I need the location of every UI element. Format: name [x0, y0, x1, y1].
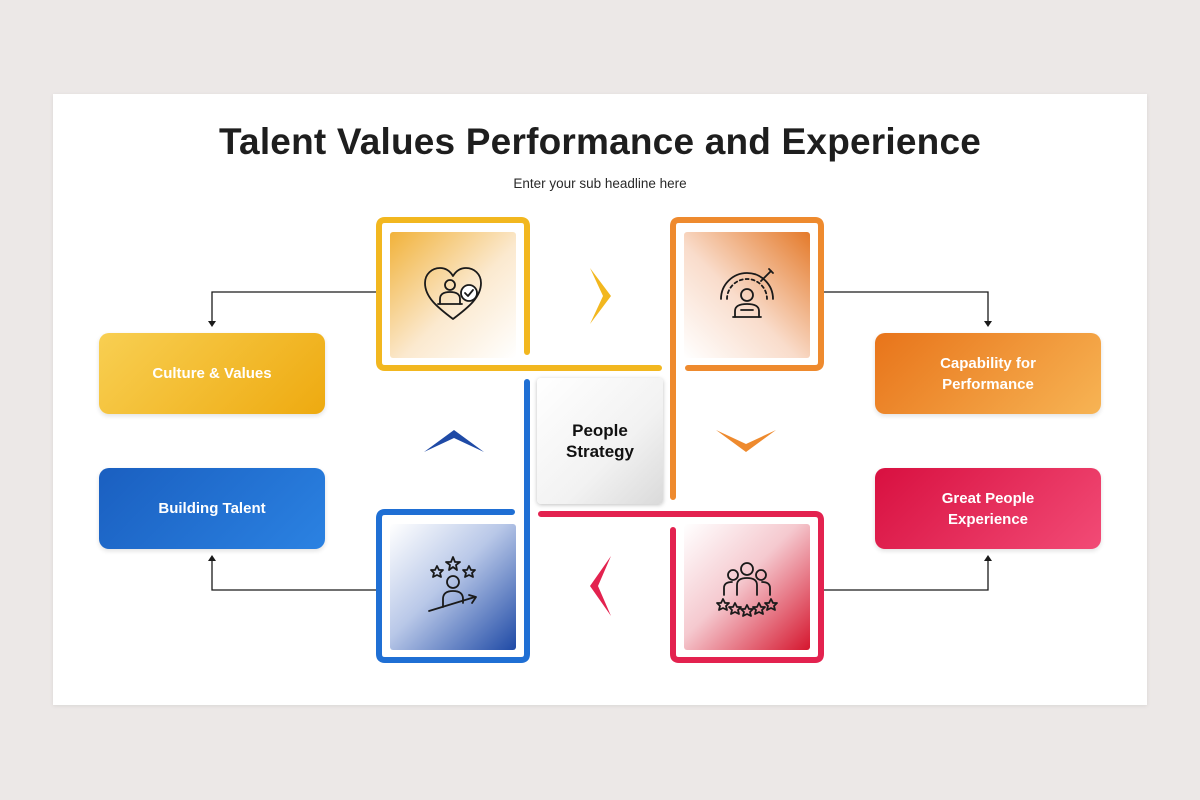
box-capability-performance: Capability for Performance [875, 333, 1101, 414]
team-rating-stars-icon [716, 562, 778, 617]
box-capability-performance-label: Capability for Performance [940, 354, 1036, 393]
slide-subtitle: Enter your sub headline here [513, 176, 687, 191]
tile-building [390, 524, 516, 650]
chevron-up-icon [424, 430, 484, 452]
box-great-people-experience-label: Great People Experience [941, 489, 1035, 528]
heart-person-check-icon [424, 267, 482, 320]
box-building-talent-label: Building Talent [158, 500, 266, 517]
box-building-talent: Building Talent [99, 468, 325, 549]
connector-capability [824, 291, 989, 322]
frame-red [538, 511, 824, 663]
tile-great-people [684, 524, 810, 650]
box-culture-values: Culture & Values [99, 333, 325, 414]
person-stars-growth-icon [428, 556, 477, 612]
box-culture-values-label: Culture & Values [152, 365, 272, 382]
connector-culture [211, 291, 376, 322]
chevron-right-icon [590, 268, 611, 324]
slide-title: Talent Values Performance and Experience [218, 121, 982, 162]
speedometer-person-icon [720, 268, 774, 318]
connector-building [211, 560, 376, 591]
frame-blue [376, 379, 530, 663]
center-label: People Strategy [565, 421, 635, 461]
frame-yellow [376, 217, 662, 371]
tile-culture [390, 232, 516, 358]
chevron-down-icon [716, 430, 776, 452]
chevron-left-icon [590, 556, 611, 616]
arrowhead-building [208, 555, 216, 561]
tile-capability [684, 232, 810, 358]
connector-great [824, 560, 989, 591]
frame-orange [670, 217, 824, 500]
center-people-strategy: People Strategy [537, 378, 663, 504]
arrowhead-capability [984, 321, 992, 327]
arrowhead-great [984, 555, 992, 561]
arrowhead-culture [208, 321, 216, 327]
box-great-people-experience: Great People Experience [875, 468, 1101, 549]
